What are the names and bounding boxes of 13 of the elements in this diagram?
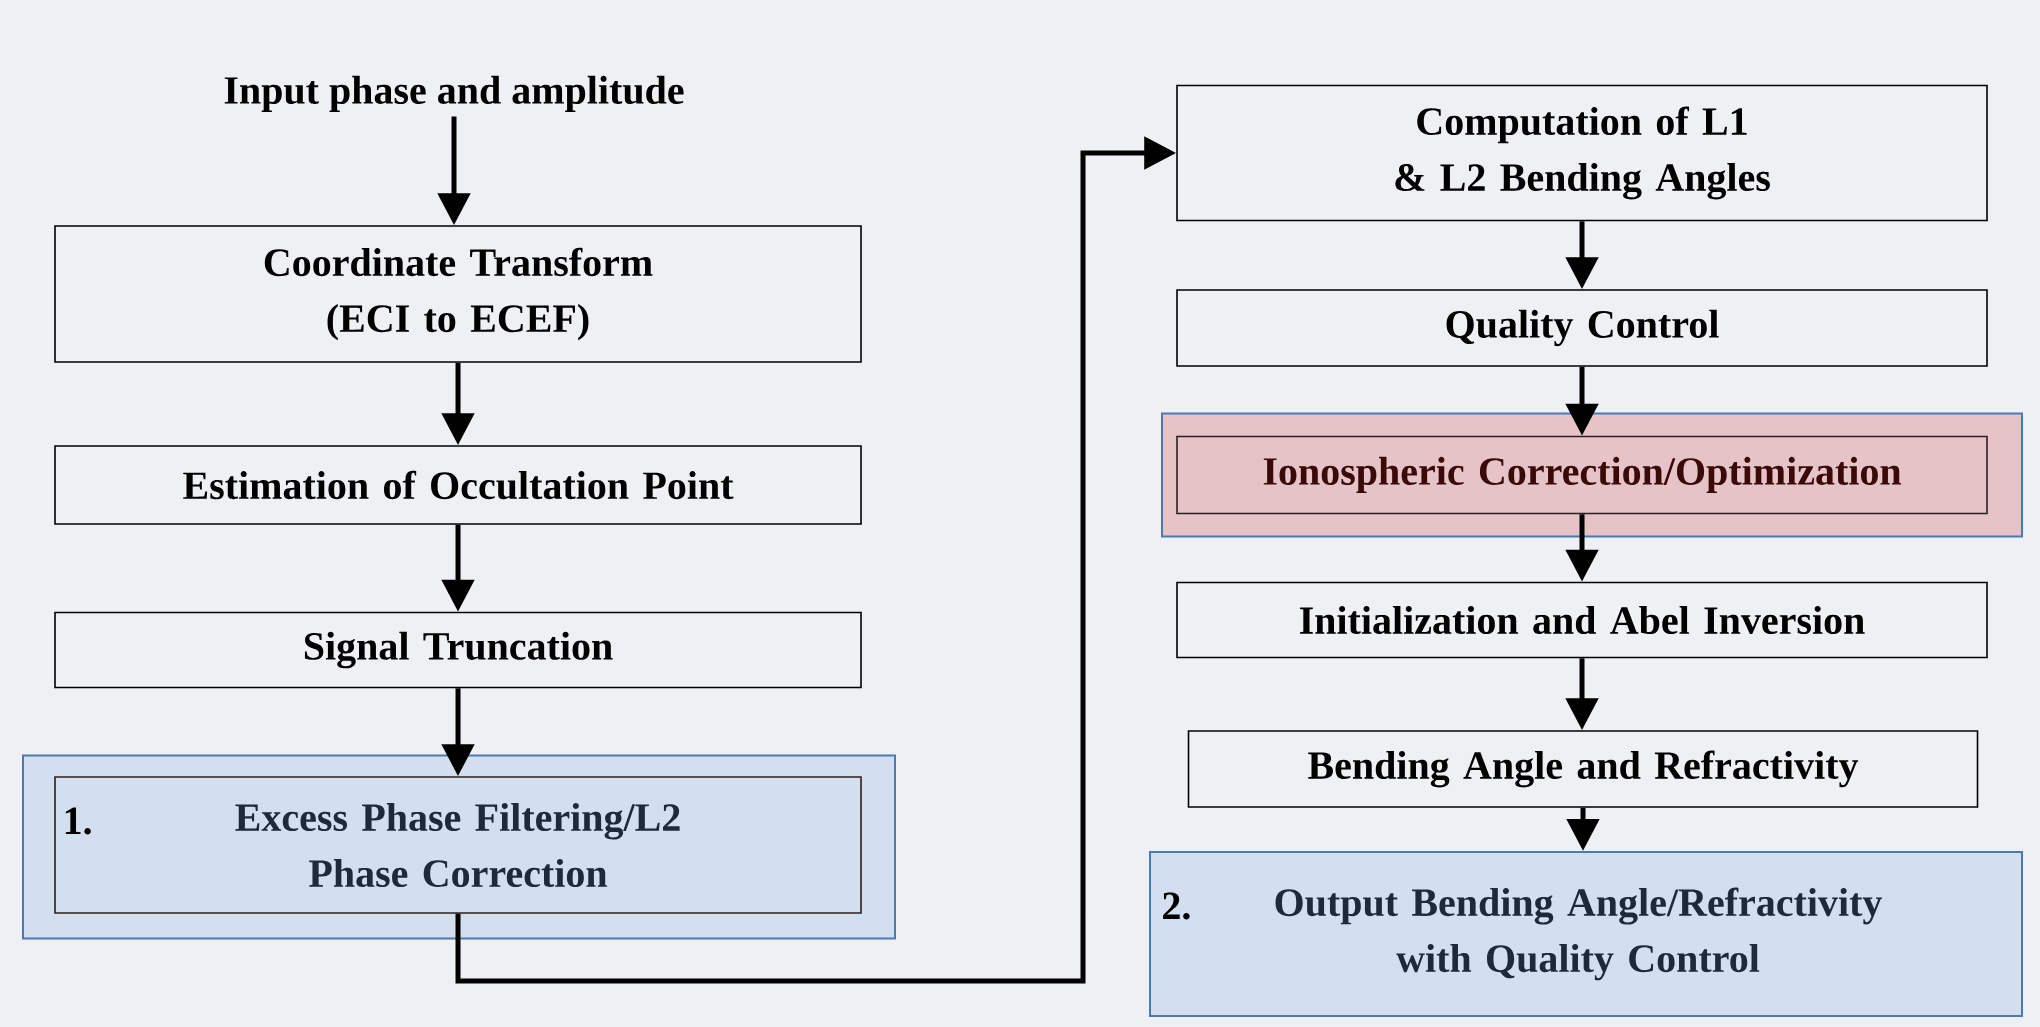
- process-box: Ionospheric Correction/Optimization: [1176, 435, 1988, 515]
- process-box: Computation of L1 & L2 Bending Angles: [1176, 84, 1988, 222]
- highlight-band: [1161, 412, 2023, 538]
- process-box: Initialization and Abel Inversion: [1176, 581, 1988, 659]
- process-box: Bending Angle and Refractivity: [1187, 730, 1979, 808]
- highlight-band: 2. Output Bending Angle/Refractivity with Quality Control: [1149, 851, 2023, 1017]
- process-box: 1. Excess Phase Filtering/L2 Phase Correction: [54, 776, 862, 914]
- input-label: Input phase and amplitude: [224, 75, 684, 113]
- process-box: Quality Control: [1176, 289, 1988, 367]
- process-box: Signal Truncation: [54, 611, 862, 689]
- process-box: Coordinate Transform (ECI to ECEF): [54, 225, 862, 363]
- process-box: Estimation of Occultation Point: [54, 445, 862, 525]
- highlight-band: [22, 754, 896, 940]
